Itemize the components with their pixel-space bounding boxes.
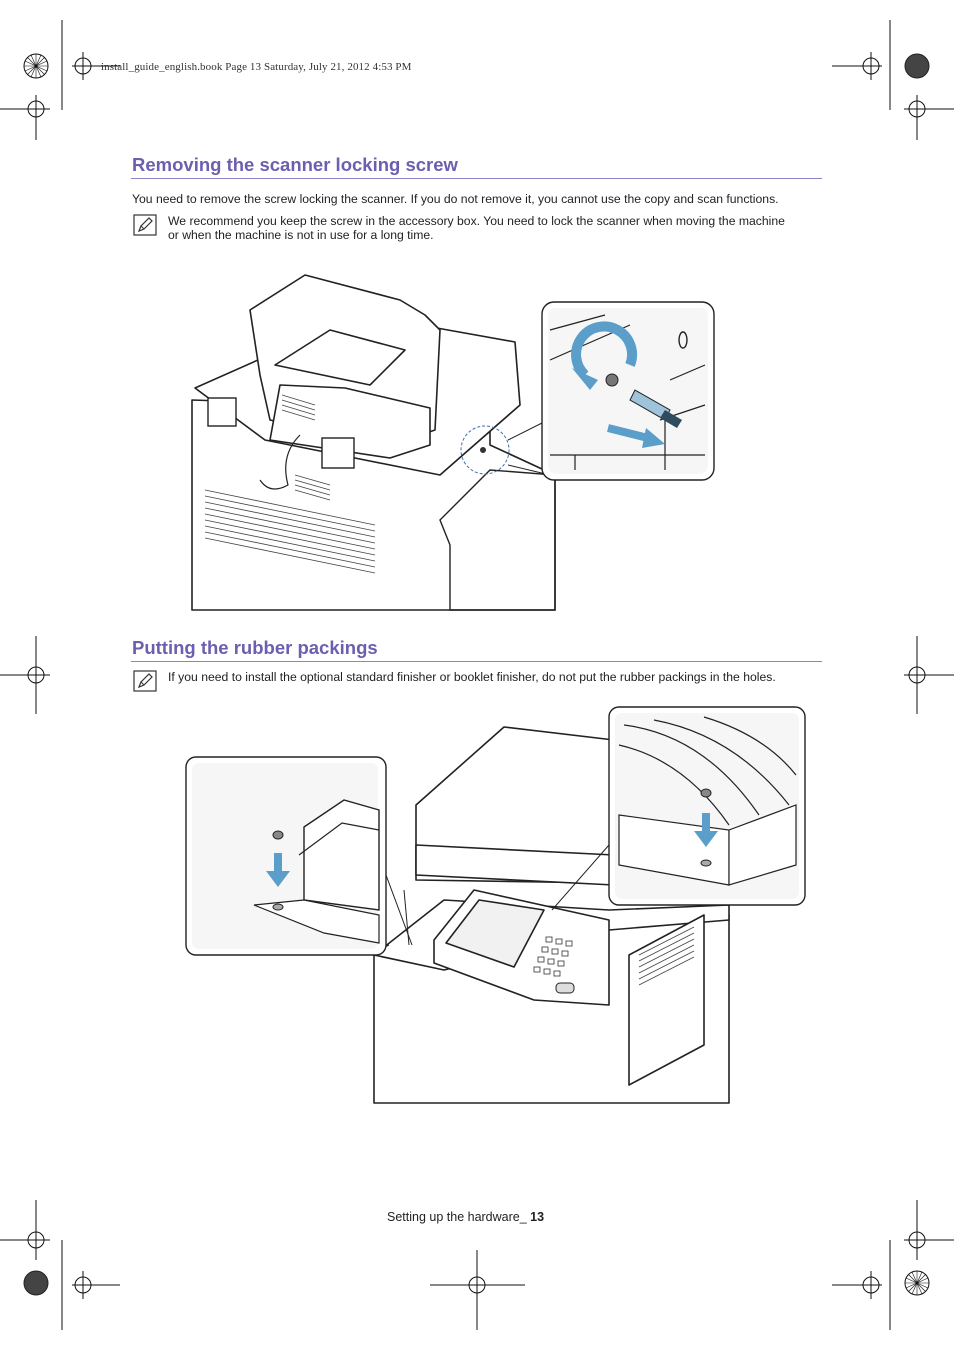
crosshair-registration-icon: [904, 95, 954, 140]
page-number: 13: [530, 1210, 545, 1224]
section-rule: [131, 178, 822, 179]
scanner-screw-illustration: [191, 274, 715, 611]
note-rubber-packings: If you need to install the optional stan…: [168, 670, 776, 684]
crosshair-registration-icon: [61, 20, 120, 110]
header-meta: install_guide_english.book Page 13 Satur…: [101, 61, 412, 73]
section-title-rubber-packings: Putting the rubber packings: [132, 637, 378, 658]
crosshair-registration-icon: [832, 1240, 891, 1330]
section-intro-text: You need to remove the screw locking the…: [132, 192, 779, 206]
section-title-removing-screw: Removing the scanner locking screw: [132, 154, 458, 175]
color-target-icon: [23, 1270, 49, 1296]
page-footer: Setting up the hardware_ 13: [387, 1210, 544, 1224]
starburst-target-icon: [23, 53, 49, 79]
crosshair-registration-icon: [0, 95, 50, 140]
note-line-2: or when the machine is not in use for a …: [168, 228, 434, 242]
note-line-1: We recommend you keep the screw in the a…: [168, 214, 785, 228]
crosshair-registration-icon: [0, 636, 50, 714]
crosshair-registration-icon: [61, 1240, 120, 1330]
starburst-target-icon: [904, 1270, 930, 1296]
rubber-packings-illustration: [185, 706, 806, 1104]
footer-label: Setting up the hardware_: [387, 1210, 527, 1224]
crosshair-registration-icon: [0, 1200, 50, 1260]
crosshair-registration-icon: [832, 20, 891, 110]
crosshair-registration-icon: [904, 636, 954, 714]
crosshair-registration-icon: [904, 1200, 954, 1260]
crosshair-registration-icon: [430, 1250, 525, 1330]
section-rule: [131, 661, 822, 662]
color-target-icon: [904, 53, 930, 79]
note-pencil-icon: [133, 214, 157, 236]
note-pencil-icon: [133, 670, 157, 692]
